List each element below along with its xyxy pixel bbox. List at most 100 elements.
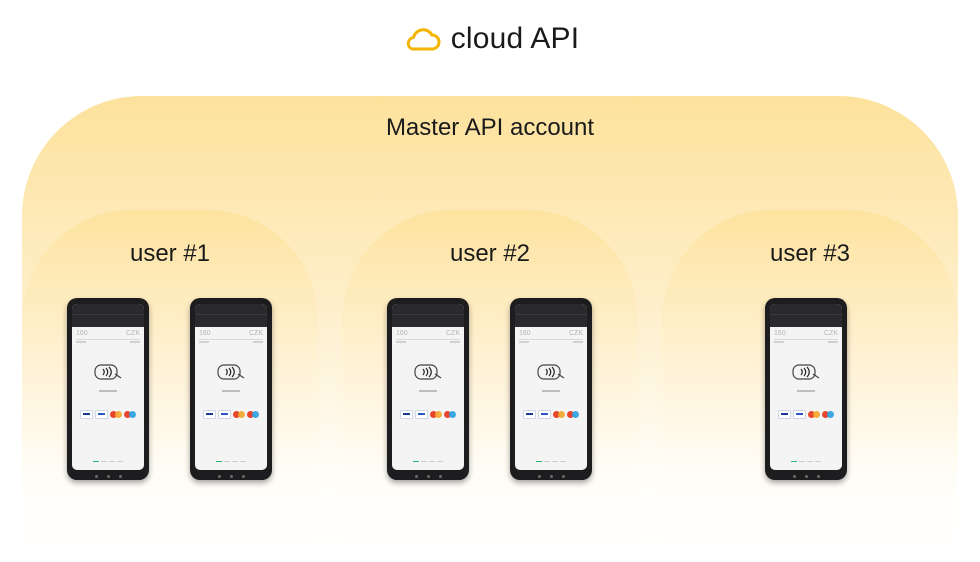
contactless-icon bbox=[94, 364, 122, 380]
phone-nav-bar bbox=[387, 475, 469, 478]
phone-screen: 160 CZK bbox=[515, 304, 587, 470]
visa-electron-card-icon bbox=[793, 410, 806, 419]
visa-card-icon bbox=[778, 410, 791, 419]
visa-electron-card-icon bbox=[415, 410, 428, 419]
amount-caption-row bbox=[392, 340, 464, 344]
card-logos bbox=[778, 410, 834, 419]
mastercard-icon bbox=[553, 411, 565, 418]
user-group-2: user #2 160 CZK bbox=[342, 210, 638, 562]
visa-card-icon bbox=[400, 410, 413, 419]
contactless-icon bbox=[217, 364, 245, 380]
maestro-icon bbox=[124, 411, 136, 418]
phone-nav-bar bbox=[510, 475, 592, 478]
amount-value: 160 bbox=[396, 330, 408, 337]
amount-value: 160 bbox=[519, 330, 531, 337]
user-group-3: user #3 160 CZK bbox=[662, 210, 958, 562]
phone-status-bar bbox=[195, 304, 267, 314]
amount-caption-row bbox=[195, 340, 267, 344]
visa-card-icon bbox=[523, 410, 536, 419]
divider bbox=[199, 339, 263, 340]
phone-screen: 160 CZK bbox=[72, 304, 144, 470]
divider bbox=[396, 339, 460, 340]
mastercard-icon bbox=[233, 411, 245, 418]
visa-electron-card-icon bbox=[218, 410, 231, 419]
phone-device: 160 CZK bbox=[510, 298, 592, 480]
page-indicator bbox=[93, 460, 123, 462]
phone-status-bar bbox=[770, 304, 842, 314]
phone-nav-bar bbox=[67, 475, 149, 478]
contactless-icon bbox=[792, 364, 820, 380]
contactless-icon bbox=[414, 364, 442, 380]
currency-value: CZK bbox=[569, 330, 583, 337]
page-indicator bbox=[536, 460, 566, 462]
amount-row: 160 CZK bbox=[392, 327, 464, 337]
visa-electron-card-icon bbox=[95, 410, 108, 419]
visa-card-icon bbox=[80, 410, 93, 419]
amount-caption-row bbox=[770, 340, 842, 344]
currency-value: CZK bbox=[249, 330, 263, 337]
diagram-title: cloud API bbox=[0, 22, 980, 56]
divider bbox=[519, 339, 583, 340]
title-text: cloud API bbox=[450, 22, 580, 55]
divider bbox=[774, 339, 838, 340]
contactless-icon bbox=[537, 364, 565, 380]
cloud-icon bbox=[406, 28, 441, 51]
card-logos bbox=[203, 410, 259, 419]
phone-device: 160 CZK bbox=[765, 298, 847, 480]
phone-status-bar bbox=[515, 304, 587, 314]
amount-value: 160 bbox=[76, 330, 88, 337]
maestro-icon bbox=[822, 411, 834, 418]
master-account-label: Master API account bbox=[385, 114, 595, 141]
phone-app-bar bbox=[770, 314, 842, 327]
phone-app-bar bbox=[195, 314, 267, 327]
amount-row: 160 CZK bbox=[195, 327, 267, 337]
maestro-icon bbox=[247, 411, 259, 418]
tap-instruction-text bbox=[797, 390, 815, 392]
mastercard-icon bbox=[110, 411, 122, 418]
amount-caption-row bbox=[515, 340, 587, 344]
visa-electron-card-icon bbox=[538, 410, 551, 419]
phone-app-bar bbox=[515, 314, 587, 327]
phone-device: 160 CZK bbox=[387, 298, 469, 480]
user-group-1: user #1 160 CZK bbox=[22, 210, 318, 562]
phone-device: 160 CZK bbox=[190, 298, 272, 480]
page-indicator bbox=[413, 460, 443, 462]
amount-caption-row bbox=[72, 340, 144, 344]
tap-instruction-text bbox=[222, 390, 240, 392]
currency-value: CZK bbox=[126, 330, 140, 337]
amount-row: 160 CZK bbox=[515, 327, 587, 337]
tap-instruction-text bbox=[419, 390, 437, 392]
user-group-label: user #2 bbox=[449, 240, 531, 267]
phone-screen: 160 CZK bbox=[195, 304, 267, 470]
card-logos bbox=[400, 410, 456, 419]
phone-screen: 160 CZK bbox=[770, 304, 842, 470]
phone-app-bar bbox=[392, 314, 464, 327]
phone-nav-bar bbox=[765, 475, 847, 478]
amount-row: 160 CZK bbox=[770, 327, 842, 337]
maestro-icon bbox=[444, 411, 456, 418]
phone-screen: 160 CZK bbox=[392, 304, 464, 470]
divider bbox=[76, 339, 140, 340]
mastercard-icon bbox=[808, 411, 820, 418]
card-logos bbox=[523, 410, 579, 419]
phone-status-bar bbox=[392, 304, 464, 314]
mastercard-icon bbox=[430, 411, 442, 418]
page-indicator bbox=[791, 460, 821, 462]
user-group-label: user #1 bbox=[129, 240, 211, 267]
maestro-icon bbox=[567, 411, 579, 418]
amount-value: 160 bbox=[774, 330, 786, 337]
phone-status-bar bbox=[72, 304, 144, 314]
user-group-label: user #3 bbox=[769, 240, 851, 267]
tap-instruction-text bbox=[99, 390, 117, 392]
phone-app-bar bbox=[72, 314, 144, 327]
amount-value: 160 bbox=[199, 330, 211, 337]
tap-instruction-text bbox=[542, 390, 560, 392]
currency-value: CZK bbox=[824, 330, 838, 337]
page-indicator bbox=[216, 460, 246, 462]
visa-card-icon bbox=[203, 410, 216, 419]
currency-value: CZK bbox=[446, 330, 460, 337]
amount-row: 160 CZK bbox=[72, 327, 144, 337]
phone-device: 160 CZK bbox=[67, 298, 149, 480]
card-logos bbox=[80, 410, 136, 419]
phone-nav-bar bbox=[190, 475, 272, 478]
